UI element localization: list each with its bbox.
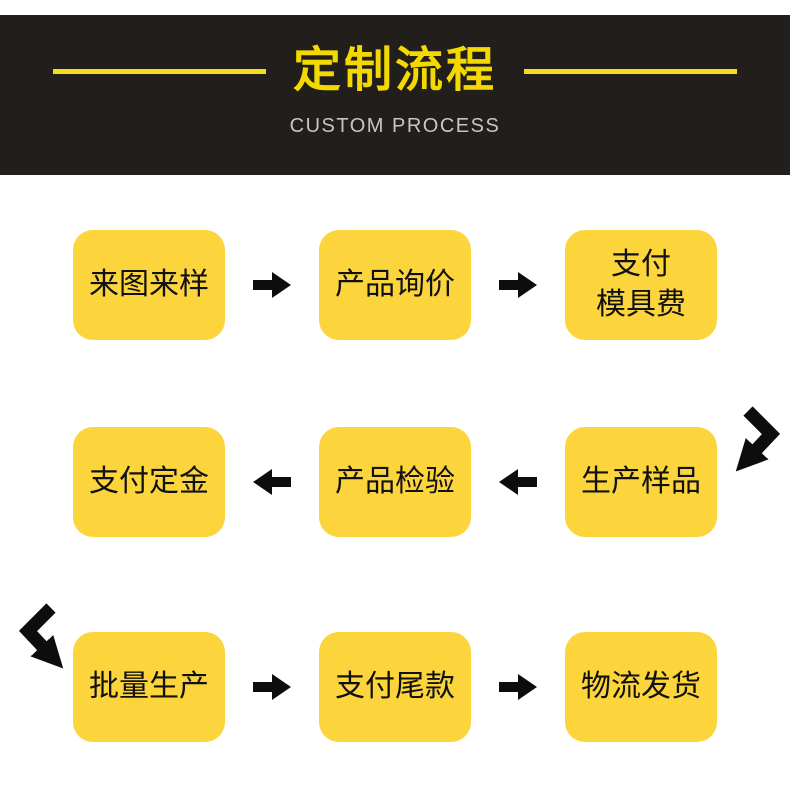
bend-arrow-left-icon (18, 603, 64, 669)
flow-step-label: 物流发货 (581, 670, 701, 703)
bend-arrow-right-icon (735, 406, 781, 472)
page-title: 定制流程 (292, 44, 497, 97)
title-row: 定制流程 (52, 41, 737, 101)
page-subtitle: CUSTOM PROCESS (289, 115, 501, 137)
flow-row-1: 来图来样 产品询价 支付 模具费 (73, 230, 717, 340)
arrow-right-icon (253, 674, 291, 700)
flow-step-box: 物流发货 (565, 632, 717, 742)
arrow-right-icon (253, 272, 291, 298)
title-right-line (524, 68, 737, 74)
title-left-line (52, 68, 266, 74)
flow-step-label: 产品检验 (335, 465, 455, 498)
arrow-left-icon (499, 469, 537, 495)
flow-step-label: 支付尾款 (335, 670, 455, 703)
flow-step-box: 产品检验 (319, 427, 471, 537)
arrow-left-icon (253, 469, 291, 495)
arrow-right-icon (499, 272, 537, 298)
header-banner: 定制流程 CUSTOM PROCESS (0, 15, 790, 175)
flow-step-label: 支付 (611, 248, 671, 281)
flow-step-label: 生产样品 (581, 465, 701, 498)
flow-step-box: 支付定金 (73, 427, 225, 537)
flow-row-3: 批量生产 支付尾款 物流发货 (73, 632, 717, 742)
flow-step-box: 支付尾款 (319, 632, 471, 742)
flow-row-2: 支付定金 产品检验 生产样品 (73, 427, 717, 537)
flow-step-box: 产品询价 (319, 230, 471, 340)
flow-step-box: 批量生产 (73, 632, 225, 742)
arrow-right-icon (499, 674, 537, 700)
flow-step-label: 来图来样 (89, 268, 209, 301)
flow-step-label: 批量生产 (89, 670, 209, 703)
flow-step-label: 产品询价 (335, 268, 455, 301)
flow-step-box: 生产样品 (565, 427, 717, 537)
flow-step-label: 支付定金 (89, 465, 209, 498)
flow-diagram: 来图来样 产品询价 支付 模具费 支付定金 (0, 230, 790, 742)
flow-step-label: 模具费 (596, 288, 686, 321)
flow-step-box: 来图来样 (73, 230, 225, 340)
flow-step-box: 支付 模具费 (565, 230, 717, 340)
